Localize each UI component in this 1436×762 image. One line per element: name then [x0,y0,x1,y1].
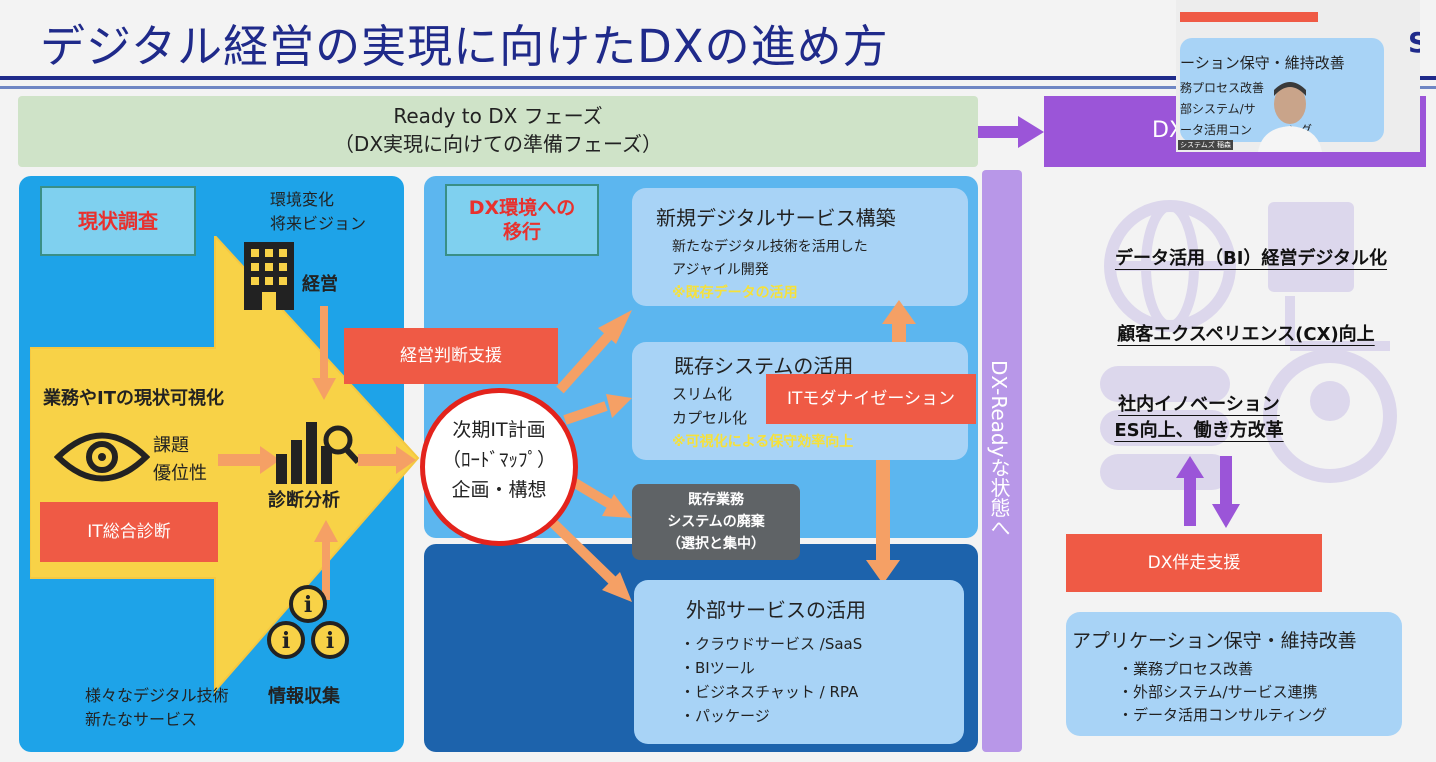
info-collect-label: 情報収集 [268,686,340,707]
external-service-title: 外部サービスの活用 [686,598,866,622]
existing-system-note: ※可視化による保守効率向上 [672,434,854,450]
ready-phase-subtitle: （DX実現に向けての準備フェーズ） [333,132,663,156]
svg-text:i: i [304,592,312,618]
roadmap-label: （ﾛｰﾄﾞﾏｯﾌﾟ） [441,449,556,471]
info-up-arrow [314,520,338,600]
cx-improvement-label: 顧客エクスペリエンス(CX)向上 [1117,324,1375,345]
issues-label: 課題 優位性 [153,432,207,488]
analysis-right-arrow [358,446,416,474]
existing-system-line2: カプセル化 [672,409,748,427]
brand-logo-fragment: S [1408,26,1420,59]
analysis-chart-icon [276,422,360,484]
app-item-integration: ・外部システム/サービス連携 [1118,683,1318,701]
speaker-avatar [1258,82,1322,152]
webcam-line1: 務プロセス改善 [1180,81,1265,95]
management-down-arrow [312,306,336,400]
future-vision-text: 将来ビジョン [270,214,367,233]
it-modernization-box: ITモダナイゼーション [766,374,976,424]
dx-support-box: DX伴走支援 [1066,534,1322,592]
webcam-red-bar [1180,12,1318,22]
plan-arrows [546,310,632,602]
issues-right-arrow [218,446,280,474]
current-survey-title: 現状調査 [40,186,196,256]
issues-text: 課題 [153,435,189,456]
background-icons [1100,200,1397,490]
svg-text:i: i [282,628,290,654]
dx-migration-title: DX環境への 移行 [445,184,599,256]
new-digital-service-desc: 新たなデジタル技術を活用した アジャイル開発 ※既存データの活用 [672,236,868,305]
retire-line2: システムの廃棄 [667,514,765,530]
dx-ready-bar: DX-Readyな状態へ [982,170,1022,752]
external-service-list: ・クラウドサービス /SaaS ・BIツール ・ビジネスチャット / RPA ・… [680,632,862,728]
dx-migration-title-line2: 移行 [502,221,541,243]
bi-digitalization-label: データ活用（BI）経営デジタル化 [1114,248,1388,269]
eye-icon [54,432,150,482]
external-down-arrow [866,460,900,584]
retire-system-box: 既存業務 システムの廃棄 （選択と集中） [632,484,800,560]
dx-migration-title-line1: DX環境への [468,197,576,219]
app-maintenance-title: アプリケーション保守・維持改善 [1072,630,1357,652]
management-judgment-box: 経営判断支援 [344,328,558,384]
visualization-label: 業務やITの現状可視化 [43,388,224,409]
it-diagnosis-box: IT総合診断 [40,502,218,562]
env-change-text: 環境変化 [270,190,335,209]
innovation-line2: ES向上、働き方改革 [1114,420,1284,441]
app-item-data: ・データ活用コンサルティング [1118,706,1328,724]
external-item-bi: ・BIツール [680,659,755,677]
slide-title: デジタル経営の実現に向けたDXの進め方 [40,20,889,73]
speaker-caption: システムズ 稲森 [1178,140,1234,150]
ready-phase-title: Ready to DX フェーズ [393,104,603,128]
ready-to-dx-arrow [978,116,1044,148]
ready-phase-banner: Ready to DX フェーズ （DX実現に向けての準備フェーズ） [18,96,978,167]
external-item-chat: ・ビジネスチャット / RPA [680,683,859,701]
planning-label: 企画・構想 [451,479,547,501]
webcam-overlay: ーション保守・維持改善 務プロセス改善 部システム/サ 連携 ータ活用コン ィン… [1176,0,1420,152]
digital-tech-label: 様々なデジタル技術 新たなサービス [85,684,229,732]
title-rule-secondary [0,86,1436,89]
svg-text:i: i [326,628,334,654]
webcam-text-title: ーション保守・維持改善 [1180,54,1345,72]
innovation-line1: 社内イノベーション [1118,394,1280,415]
new-digital-service-line2: アジャイル開発 [672,262,769,278]
retire-line1: 既存業務 [688,492,744,508]
next-it-plan-title: 次期IT計画 [452,419,546,441]
diagnosis-label: 診断分析 [268,490,340,511]
external-item-package: ・パッケージ [680,707,770,725]
new-digital-service-line1: 新たなデジタル技術を活用した [672,239,868,255]
new-service-text: 新たなサービス [85,710,198,729]
modernization-up-arrow [882,300,916,360]
new-digital-service-title: 新規デジタルサービス構築 [656,206,896,230]
new-digital-service-box: 新規デジタルサービス構築 新たなデジタル技術を活用した アジャイル開発 ※既存デ… [632,188,968,306]
advantage-text: 優位性 [153,463,207,484]
existing-system-line1: スリム化 [672,385,733,403]
external-item-cloud: ・クラウドサービス /SaaS [680,635,863,653]
external-service-box: 外部サービスの活用 ・クラウドサービス /SaaS ・BIツール ・ビジネスチャ… [634,580,964,744]
building-icon [244,242,294,310]
digital-tech-text: 様々なデジタル技術 [85,686,229,705]
bidirectional-arrows [1176,456,1240,528]
app-maintenance-list: ・業務プロセス改善 ・外部システム/サービス連携 ・データ活用コンサルティング [1118,658,1327,727]
existing-system-desc: スリム化 カプセル化 ※可視化による保守効率向上 [672,382,853,454]
retire-line3: （選択と集中） [667,536,765,552]
dx-ready-label: DX-Readyな状態へ [987,360,1011,538]
app-item-process: ・業務プロセス改善 [1118,660,1254,678]
env-change-label: 環境変化 将来ビジョン [270,188,366,236]
app-maintenance-box: アプリケーション保守・維持改善 ・業務プロセス改善 ・外部システム/サービス連携… [1066,612,1402,736]
innovation-label: 社内イノベーション ES向上、働き方改革 [1086,392,1312,444]
webcam-line2: 部システム/サ 連携 [1180,102,1304,116]
next-it-plan-circle: 次期IT計画 （ﾛｰﾄﾞﾏｯﾌﾟ） 企画・構想 [420,388,578,546]
management-label: 経営 [302,274,338,295]
title-rule [0,76,1436,80]
new-digital-service-note: ※既存データの活用 [672,285,798,301]
